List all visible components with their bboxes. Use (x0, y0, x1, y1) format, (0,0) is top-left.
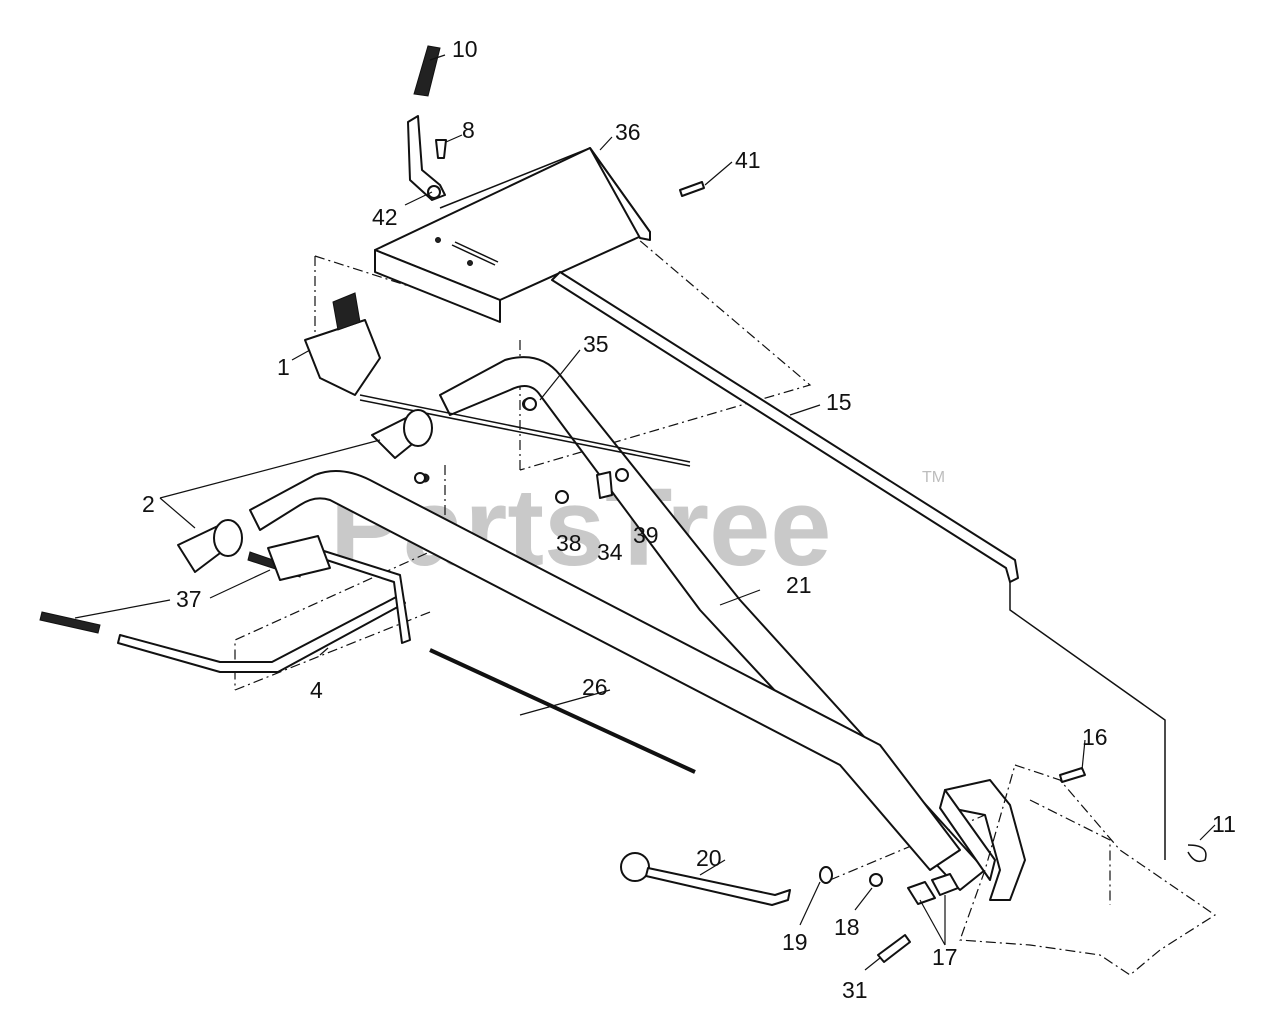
bushings (177, 409, 433, 573)
callout-35: 35 (583, 331, 609, 357)
callout-8: 8 (462, 117, 475, 143)
lower-hardware (819, 767, 1207, 963)
callout-21: 21 (786, 572, 812, 598)
callout-31: 31 (842, 977, 868, 1003)
callout-41: 41 (735, 147, 761, 173)
callout-42: 42 (372, 204, 398, 230)
callout-4: 4 (310, 677, 323, 703)
callout-10: 10 (452, 36, 478, 62)
callout-20: 20 (696, 845, 722, 871)
small-hardware (414, 397, 629, 504)
callout-26: 26 (582, 674, 608, 700)
gearbox-housing (959, 764, 1217, 976)
callout-18: 18 (834, 914, 860, 940)
panel-bracket (374, 147, 651, 323)
callout-17: 17 (932, 944, 958, 970)
shift-rod-assembly (39, 535, 411, 673)
control-bracket (304, 292, 691, 467)
long-rod (551, 271, 1019, 583)
callout-38: 38 (556, 530, 582, 556)
callout-16: 16 (1082, 724, 1108, 750)
callout-1: 1 (277, 354, 290, 380)
callout-37: 37 (176, 586, 202, 612)
shift-lever (407, 45, 447, 201)
watermark-trademark: TM (922, 469, 945, 486)
callout-11: 11 (1212, 811, 1236, 837)
callout-36: 36 (615, 119, 641, 145)
bolt-41 (679, 181, 705, 197)
callout-15: 15 (826, 389, 852, 415)
lever-with-ball (620, 852, 791, 906)
handle-frame (249, 356, 1026, 901)
callout-34: 34 (597, 539, 623, 565)
callouts: 10 8 36 41 42 1 35 15 2 38 34 39 21 37 4… (142, 36, 1236, 1003)
callout-19: 19 (782, 929, 808, 955)
callout-2: 2 (142, 491, 155, 517)
leader-lines (74, 54, 1216, 971)
rod-26 (429, 648, 696, 774)
callout-39: 39 (633, 522, 659, 548)
